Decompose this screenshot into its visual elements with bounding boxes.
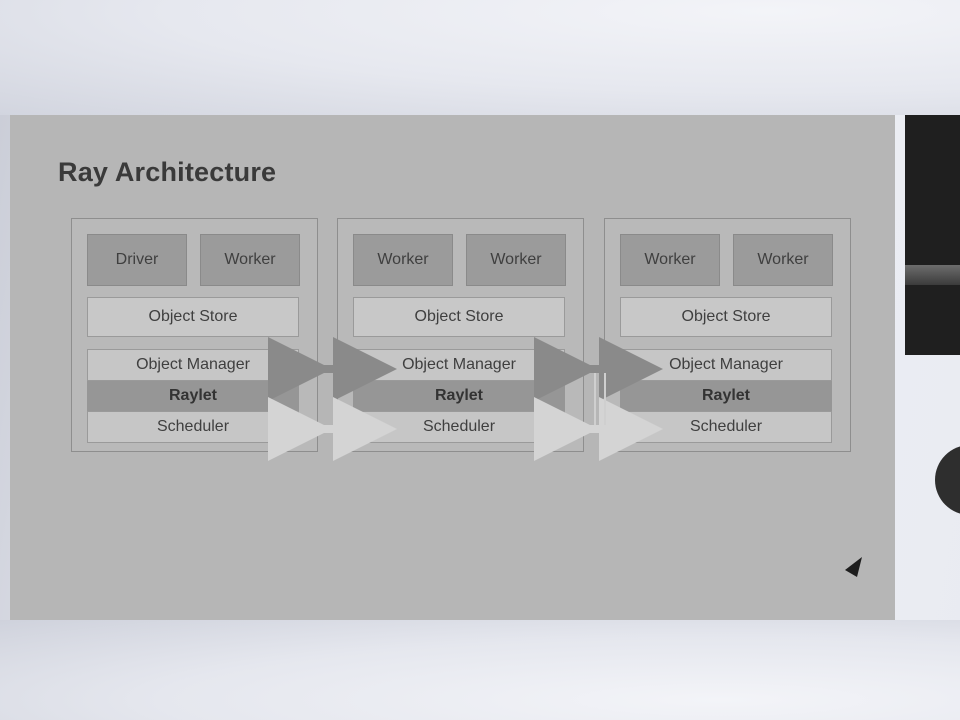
slide: Ray Architecture Driver Worker Object St…	[10, 115, 895, 620]
cursor-arrow-icon	[845, 557, 862, 577]
node-1: Driver Worker Object Store Object Manage…	[71, 218, 318, 452]
background-top	[0, 0, 960, 115]
video-thumbnail-band	[905, 265, 960, 285]
raylet-label: Raylet	[620, 381, 832, 411]
background-bottom	[0, 620, 960, 720]
object-manager-box: Object Manager	[353, 349, 565, 381]
slide-title: Ray Architecture	[58, 157, 277, 187]
object-store-box: Object Store	[87, 297, 299, 337]
circular-logo	[935, 445, 960, 515]
raylet-label: Raylet	[353, 381, 565, 411]
object-store-box: Object Store	[620, 297, 832, 337]
worker-box: Worker	[353, 234, 453, 286]
scheduler-box: Scheduler	[87, 411, 299, 443]
raylet-label: Raylet	[87, 381, 299, 411]
worker-box: Worker	[466, 234, 566, 286]
video-thumbnail[interactable]	[905, 115, 960, 355]
worker-box: Worker	[200, 234, 300, 286]
node-2: Worker Worker Object Store Object Manage…	[337, 218, 584, 452]
raylet-group: Object Manager Raylet Scheduler	[87, 349, 299, 449]
object-store-box: Object Store	[353, 297, 565, 337]
worker-box: Worker	[620, 234, 720, 286]
node-3: Worker Worker Object Store Object Manage…	[604, 218, 851, 452]
raylet-group: Object Manager Raylet Scheduler	[353, 349, 565, 449]
scheduler-box: Scheduler	[620, 411, 832, 443]
scheduler-box: Scheduler	[353, 411, 565, 443]
object-manager-box: Object Manager	[620, 349, 832, 381]
object-manager-box: Object Manager	[87, 349, 299, 381]
raylet-group: Object Manager Raylet Scheduler	[620, 349, 832, 449]
driver-box: Driver	[87, 234, 187, 286]
worker-box: Worker	[733, 234, 833, 286]
